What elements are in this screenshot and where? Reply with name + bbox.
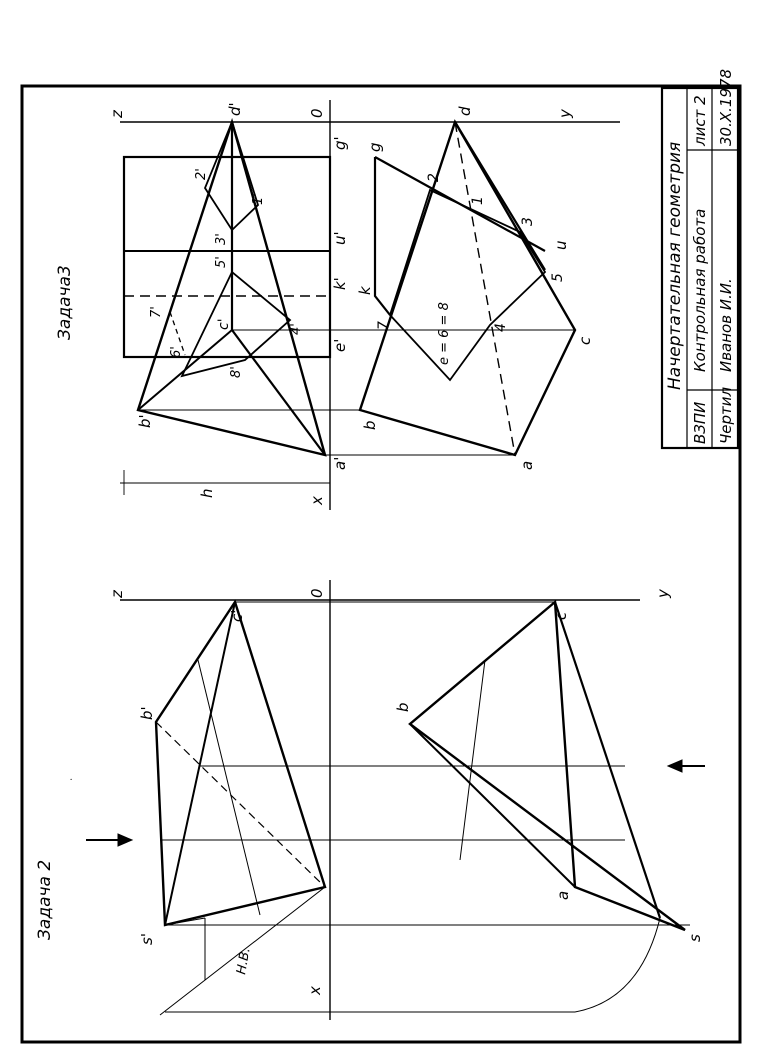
task3-title: Задача3: [55, 265, 75, 340]
task2-true-length-line: [159, 886, 326, 1016]
title-block-name: Иванов И.И.: [717, 278, 735, 372]
task2-front-hidden: [155, 721, 326, 888]
task3-u1: u': [331, 231, 349, 245]
title-block-date: 30.X.1978: [717, 69, 735, 146]
title-block-sheet-no: лист 2: [691, 95, 709, 147]
task2-front-edge: [164, 601, 236, 926]
task2-drawing: [86, 580, 705, 1020]
task3-7p: 7': [149, 306, 164, 318]
title-block-title: Начертательная геометрия: [665, 142, 685, 390]
task3-section-mid: [180, 270, 292, 378]
task3-7: 7: [376, 321, 392, 330]
task3-g: g: [366, 142, 384, 152]
task2-c: c: [552, 611, 570, 620]
task3-a: a: [518, 461, 536, 470]
task3-2p: 2': [194, 168, 209, 180]
task2-front-aux: [197, 659, 261, 916]
task2-origin: 0: [308, 588, 326, 598]
task3-coincidence: e = 6 = 8: [437, 302, 452, 365]
task2-a: a: [554, 891, 572, 900]
task3-section-top: [203, 119, 260, 232]
task3-b: b: [361, 420, 379, 430]
task2-s: s: [686, 934, 704, 942]
task3-pyramid-top: [358, 119, 577, 457]
task3-4: 4: [493, 323, 509, 332]
task2-b: b: [394, 702, 412, 712]
task3-dim-h: h: [198, 488, 216, 498]
task2-top-prism: [408, 599, 686, 932]
task3-k: k: [356, 285, 374, 295]
title-block-role: Чертил: [717, 386, 735, 444]
task3-pyramid-top-edge: [454, 121, 546, 271]
task3-b1: b': [136, 414, 154, 428]
task3-hidden-short: [169, 311, 186, 356]
task3-5: 5: [550, 273, 566, 282]
task2-x: x: [306, 986, 324, 996]
task3-hidden-short2: [244, 319, 291, 361]
title-block-frame: [660, 86, 740, 450]
task3-1p: 1': [251, 193, 266, 205]
task2-title: Задача 2: [35, 860, 55, 940]
task2-arc: [574, 917, 661, 1013]
task2-true-length: Н.В.: [234, 947, 253, 976]
task3-6p: 6': [169, 346, 184, 358]
title-block-work: Контрольная работа: [691, 209, 709, 372]
task3-prism-top: [373, 157, 391, 316]
task3-g1: g': [331, 136, 349, 150]
task3-1: 1: [470, 196, 486, 205]
task3-c: c: [576, 336, 594, 345]
task2-labels: Задача 2 0 z y x c' b' s' Н.В. c b a s: [35, 588, 704, 996]
task3-x: x: [308, 496, 326, 506]
task3-u: u: [552, 240, 570, 250]
task3-origin: 0: [308, 108, 326, 118]
task2-front-aux2: [164, 917, 206, 926]
title-block-org: ВЗПИ: [691, 402, 709, 444]
task3-a1: a': [331, 457, 349, 470]
task3-section-top-view: [388, 188, 547, 382]
task3-d1: d': [226, 102, 244, 116]
task3-d: d: [456, 106, 474, 116]
task2-arrowhead: [117, 833, 134, 847]
task3-2: 2: [426, 173, 442, 182]
corner-mark: .: [70, 773, 73, 783]
title-block: Начертательная геометрия ВЗПИ Контрольна…: [660, 69, 740, 450]
task2-b1: b': [138, 706, 156, 720]
task3-pyramid-hidden: [454, 121, 516, 456]
task3-4p: 4': [289, 323, 304, 335]
task2-z: z: [108, 589, 126, 599]
task2-y: y: [654, 588, 672, 599]
task2-top-edge: [409, 723, 576, 888]
task3-k1: k': [331, 277, 349, 290]
task2-top-edge2: [553, 601, 662, 919]
task3-drawing: [120, 100, 620, 510]
task3-y: y: [556, 108, 574, 119]
task3-c1: c': [216, 318, 232, 330]
task3-3p: 3': [214, 233, 229, 245]
task3-8p: 8': [229, 366, 244, 378]
task2-front-prism: [154, 599, 327, 927]
task3-pyramid-front: [136, 117, 327, 457]
task3-prism-front: [122, 155, 332, 359]
task3-5p: 5': [214, 256, 229, 268]
sheet-frame: [20, 84, 742, 1044]
task3-labels: Задача3 z 0 y x h d' g' u' k' e' a' b' c…: [55, 102, 594, 506]
task2-top-aux: [459, 659, 486, 861]
task3-z: z: [108, 109, 126, 119]
task3-pyramid-edge2: [231, 329, 326, 456]
task2-arrowhead-2: [666, 759, 683, 773]
task2-c1: c': [228, 610, 246, 622]
task3-3: 3: [520, 217, 536, 226]
task3-e1: e': [331, 339, 349, 352]
task2-s1: s': [138, 933, 156, 945]
